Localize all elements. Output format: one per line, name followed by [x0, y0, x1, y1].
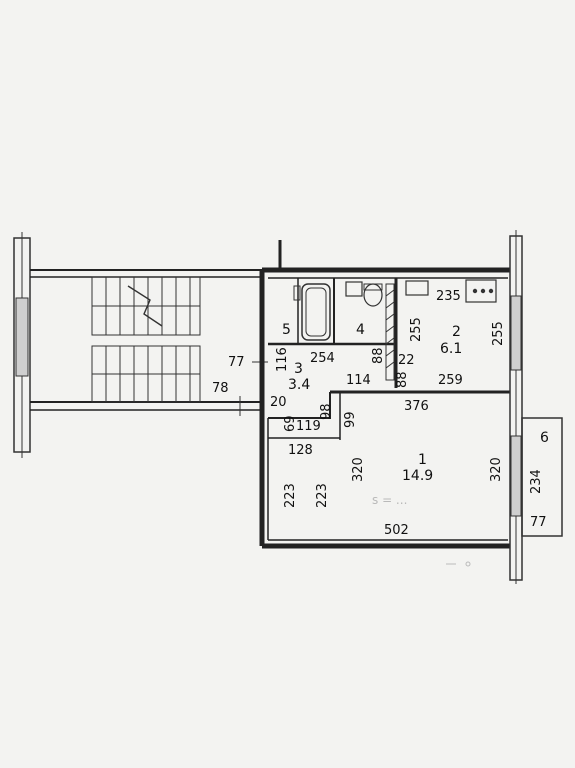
dim-99: 99 [343, 411, 358, 428]
ventilation-duct [385, 283, 395, 381]
dim-254: 254 [310, 351, 335, 366]
dim-235: 235 [436, 289, 461, 304]
dim-255-right: 255 [491, 321, 506, 346]
window-left [13, 232, 31, 458]
dim-223-inner: 223 [315, 483, 330, 508]
dim-22: 22 [398, 353, 415, 368]
room-3-area: 3.4 [288, 377, 310, 393]
dim-320-left: 320 [351, 457, 366, 482]
room-1-area: 14.9 [402, 468, 433, 484]
room-3-number: 3 [294, 361, 303, 377]
dim-88-lower: 88 [395, 371, 410, 388]
room-6-number: 6 [540, 430, 549, 446]
dim-502: 502 [384, 523, 409, 538]
balcony [521, 417, 563, 537]
room-4-number: 4 [356, 322, 365, 338]
dim-234: 234 [529, 469, 544, 494]
dim-88-upper: 88 [371, 347, 386, 364]
toilet [345, 281, 383, 307]
dim-20: 20 [270, 395, 287, 410]
dim-69: 69 [283, 415, 298, 432]
bathtub [293, 283, 331, 341]
dim-223-outer: 223 [283, 483, 298, 508]
faint-marks [446, 561, 471, 567]
dim-77-balcony: 77 [530, 515, 547, 530]
stairwell [30, 269, 268, 416]
kitchen-sink [405, 280, 429, 296]
dim-114: 114 [346, 373, 371, 388]
room-1-number: 1 [418, 452, 427, 468]
room-2-number: 2 [452, 324, 461, 340]
dim-116: 116 [275, 347, 290, 372]
dim-320-right: 320 [489, 457, 504, 482]
room-5-number: 5 [282, 322, 291, 338]
kitchen-stove [465, 279, 497, 303]
dim-98: 98 [319, 403, 334, 420]
faint-formula: s = ... [372, 493, 407, 507]
dim-128: 128 [288, 443, 313, 458]
dim-78: 78 [212, 381, 229, 396]
dim-255-left: 255 [409, 317, 424, 342]
dim-376: 376 [404, 399, 429, 414]
window-right [509, 230, 523, 584]
stair-lower [91, 345, 201, 403]
dim-77-hall: 77 [228, 355, 245, 370]
room-2-area: 6.1 [440, 341, 462, 357]
stair-upper [91, 276, 201, 336]
dim-119: 119 [296, 419, 321, 434]
dim-259: 259 [438, 373, 463, 388]
